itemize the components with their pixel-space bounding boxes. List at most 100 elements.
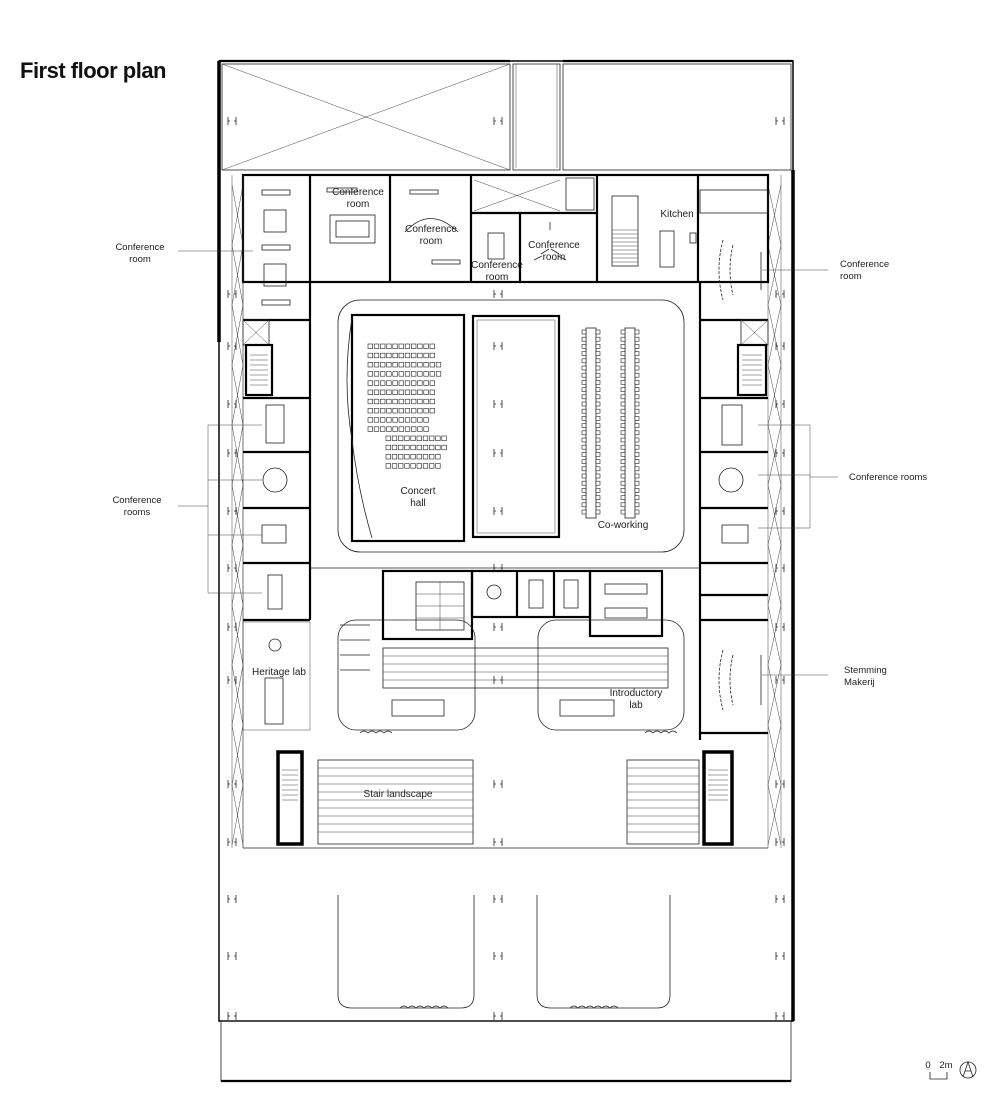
- label-concert-hall-a: Concert: [400, 486, 435, 497]
- co-working-seat: [620, 452, 626, 457]
- plan-title: First floor plan: [20, 58, 167, 83]
- concert-seat: [398, 426, 404, 432]
- concert-seat: [429, 371, 435, 377]
- callout-left-conference-room-b: room: [129, 254, 151, 265]
- co-working-seat: [581, 358, 587, 364]
- concert-seat: [392, 371, 398, 377]
- concert-seat: [373, 371, 380, 377]
- concert-seat: [404, 426, 411, 432]
- concert-seat: [398, 444, 404, 451]
- co-working-seat: [581, 495, 587, 500]
- concert-seat: [423, 408, 429, 414]
- co-working-seat: [634, 495, 640, 500]
- north-arrow-icon: [959, 1060, 977, 1079]
- co-working-seat: [620, 372, 626, 378]
- co-working-seat: [634, 430, 640, 436]
- lower-open-floor: [337, 730, 678, 1009]
- concert-seat: [404, 380, 411, 386]
- concert-seat: [417, 408, 423, 414]
- concert-seat: [404, 417, 411, 423]
- column-marker: [227, 1012, 237, 1020]
- label-conference-room-4b: room: [486, 272, 509, 283]
- concert-seat: [380, 371, 386, 377]
- stair-landscape: [242, 175, 768, 849]
- concert-seat: [404, 343, 411, 349]
- co-working-seat: [595, 380, 601, 385]
- conference-room-3-furniture: [404, 189, 461, 265]
- co-working-seat: [634, 358, 640, 364]
- concert-seat: [411, 362, 417, 368]
- concert-seat: [380, 343, 386, 349]
- co-working-seat: [634, 351, 640, 356]
- concert-seat: [398, 352, 404, 359]
- co-working-seat: [581, 365, 587, 371]
- concert-hall-seating: [367, 343, 447, 469]
- concert-seat: [391, 463, 398, 469]
- labs-band: [242, 567, 700, 731]
- concert-seat: [386, 408, 392, 414]
- concert-seat: [398, 435, 404, 441]
- callout-right-conference-room-b: room: [840, 271, 862, 282]
- concert-seat: [367, 389, 373, 395]
- concert-seat: [417, 426, 423, 432]
- concert-seat: [367, 371, 373, 377]
- concert-seat: [392, 398, 398, 405]
- concert-seat: [404, 444, 410, 451]
- co-working-seat: [595, 473, 601, 479]
- column-marker: [775, 290, 785, 298]
- concert-seat: [380, 417, 386, 423]
- concert-seat: [404, 362, 411, 368]
- concert-seat: [410, 444, 416, 451]
- column-marker: [227, 290, 237, 298]
- co-working-seat: [595, 480, 601, 486]
- concert-seat: [416, 444, 422, 451]
- column-marker: [227, 117, 237, 125]
- co-working-seat: [620, 423, 626, 428]
- concert-seat: [417, 371, 423, 377]
- concert-seat: [373, 343, 380, 349]
- concert-seat: [386, 352, 392, 359]
- concert-seat: [429, 435, 435, 441]
- concert-seat: [417, 352, 423, 359]
- co-working-seat: [581, 344, 587, 349]
- label-introductory-lab-b: lab: [629, 700, 643, 711]
- concert-seat: [423, 398, 429, 405]
- concert-seat: [411, 343, 417, 349]
- concert-seat: [435, 454, 441, 460]
- concert-seat: [429, 343, 435, 349]
- concert-seat: [398, 371, 404, 377]
- column-marker: [493, 952, 503, 960]
- label-conference-room-4a: Conference: [471, 260, 523, 271]
- co-working-seat: [620, 459, 626, 464]
- concert-seat: [385, 444, 391, 451]
- co-working-seat: [634, 437, 640, 443]
- concert-seat: [429, 408, 435, 414]
- column-marker: [227, 564, 237, 572]
- concert-seat: [417, 389, 423, 395]
- concert-seat: [385, 463, 391, 469]
- co-working-seat: [581, 336, 587, 342]
- concert-seat: [423, 389, 429, 395]
- concert-seat: [411, 389, 417, 395]
- concert-seat: [373, 362, 380, 368]
- co-working-seat: [634, 480, 640, 486]
- callout-left-conference-rooms-b: rooms: [124, 507, 151, 518]
- co-working-seat: [581, 466, 587, 472]
- co-working-seat: [620, 495, 626, 500]
- concert-seat: [373, 426, 380, 432]
- concert-seat: [367, 380, 373, 386]
- label-conference-room-3b: room: [420, 236, 443, 247]
- concert-seat: [417, 398, 423, 405]
- concert-seat: [391, 435, 398, 441]
- concert-seat: [404, 352, 411, 359]
- co-working-seat: [595, 372, 601, 378]
- scale-bar-icon: 0 2m: [925, 1060, 953, 1080]
- column-marker: [493, 838, 503, 846]
- co-working-seat: [634, 473, 640, 479]
- concert-seat: [386, 362, 392, 368]
- conference-room-left-furniture: [261, 189, 291, 306]
- co-working-seat: [620, 437, 626, 443]
- central-hall-block: [337, 299, 685, 553]
- co-working-seat: [634, 408, 640, 414]
- co-working-seat: [620, 365, 626, 371]
